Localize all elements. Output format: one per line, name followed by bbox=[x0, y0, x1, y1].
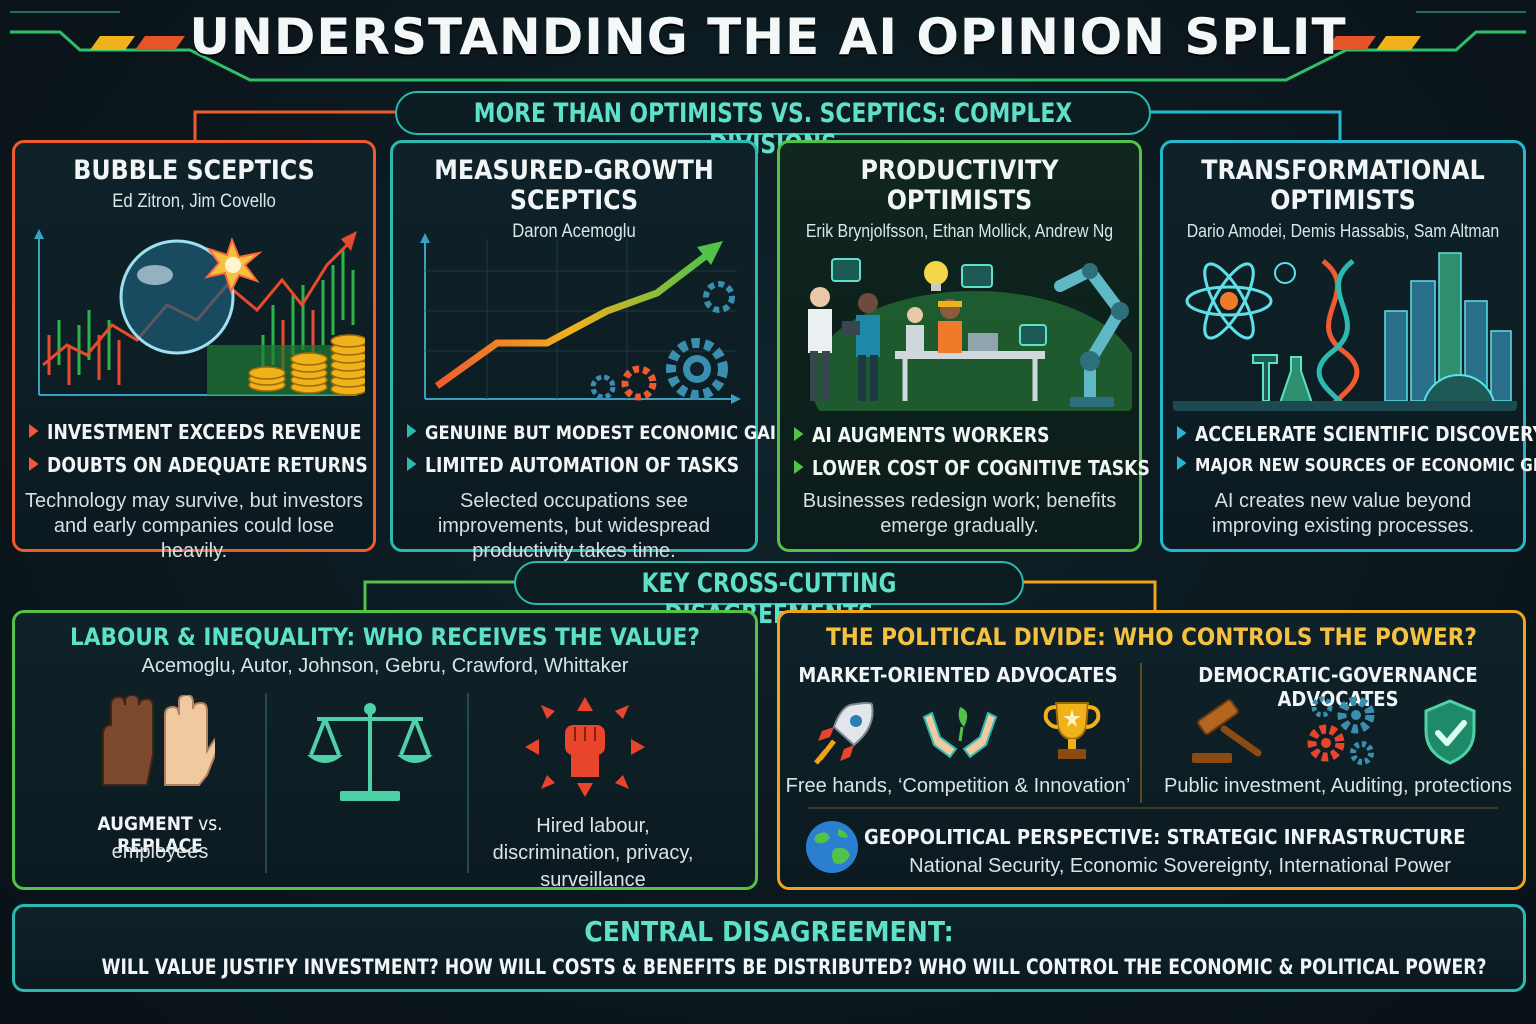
arrow-icon bbox=[794, 460, 804, 474]
science-city-icon bbox=[1173, 251, 1517, 411]
card-title-line1: MEASURED-GROWTH bbox=[434, 155, 714, 186]
workers-robot-icon bbox=[790, 251, 1132, 411]
card-description: Selected occupations see improvements, b… bbox=[437, 490, 711, 562]
subtitle-connectors bbox=[193, 110, 1342, 140]
political-divide-panel: THE POLITICAL DIVIDE: WHO CONTROLS THE P… bbox=[777, 610, 1526, 890]
header-frame bbox=[10, 11, 1526, 82]
arrow-icon bbox=[29, 457, 39, 471]
card-title-line2: OPTIMISTS bbox=[1270, 185, 1416, 216]
central-disagreement-panel: CENTRAL DISAGREEMENT: WILL VALUE JUSTIFY… bbox=[12, 904, 1526, 992]
bullet-item: GENUINE BUT MODEST ECONOMIC GAINS bbox=[407, 422, 801, 444]
gears-icon bbox=[1304, 693, 1384, 774]
trophy-icon bbox=[1042, 697, 1102, 772]
rocket-icon bbox=[810, 697, 880, 772]
arrow-icon bbox=[29, 424, 39, 438]
card-title: BUBBLE SCEPTICS bbox=[73, 155, 315, 186]
market-head: MARKET-ORIENTED ADVOCATES bbox=[798, 663, 1118, 687]
bullet-item: LIMITED AUTOMATION OF TASKS bbox=[407, 453, 739, 477]
card-productivity-optimists: PRODUCTIVITY OPTIMISTS Erik Brynjolfsson… bbox=[777, 140, 1150, 552]
cross-cutting-connectors bbox=[363, 580, 1157, 610]
scales-icon bbox=[305, 699, 435, 810]
arrow-icon bbox=[794, 427, 804, 441]
globe-icon bbox=[804, 819, 860, 880]
bullet-item: INVESTMENT EXCEEDS REVENUE bbox=[29, 420, 361, 444]
augment-sub: employees bbox=[111, 841, 209, 863]
bullet-item: ACCELERATE SCIENTIFIC DISCOVERY bbox=[1177, 422, 1536, 446]
growth-gears-icon bbox=[407, 231, 747, 407]
central-question: WILL VALUE JUSTIFY INVESTMENT? HOW WILL … bbox=[101, 955, 1487, 979]
card-title-line2: SCEPTICS bbox=[509, 185, 639, 216]
card-names: Ed Zitron, Jim Covello bbox=[112, 191, 276, 212]
rights-text: Hired labour, discrimination, privacy, s… bbox=[492, 815, 694, 891]
card-names: Daron Acemoglu bbox=[512, 221, 636, 242]
card-title-line2: OPTIMISTS bbox=[886, 185, 1033, 216]
card-names: Dario Amodei, Demis Hassabis, Sam Altman bbox=[1186, 221, 1500, 241]
geo-text: National Security, Economic Sovereignty,… bbox=[909, 855, 1451, 877]
arrow-icon bbox=[1177, 456, 1187, 470]
gavel-icon bbox=[1188, 697, 1268, 772]
democratic-head: DEMOCRATIC-GOVERNANCE ADVOCATES bbox=[1198, 663, 1478, 711]
divider bbox=[467, 693, 469, 873]
augment-vs-replace: AUGMENT vs. REPLACE bbox=[97, 813, 223, 857]
arrow-icon bbox=[407, 424, 417, 438]
card-transformational-optimists: TRANSFORMATIONAL OPTIMISTS Dario Amodei,… bbox=[1160, 140, 1536, 552]
raised-fist-icon bbox=[525, 697, 645, 802]
card-description: AI creates new value beyond improving ex… bbox=[1211, 490, 1475, 537]
bullet-item: AI AUGMENTS WORKERS bbox=[794, 423, 1050, 447]
central-heading: CENTRAL DISAGREEMENT: bbox=[584, 915, 954, 948]
labour-inequality-panel: LABOUR & INEQUALITY: WHO RECEIVES THE VA… bbox=[12, 610, 758, 891]
shield-check-icon bbox=[1420, 697, 1480, 772]
political-heading: THE POLITICAL DIVIDE: WHO CONTROLS THE P… bbox=[826, 623, 1477, 651]
card-description: Technology may survive, but investors an… bbox=[25, 490, 363, 562]
arrow-icon bbox=[407, 457, 417, 471]
bullet-item: DOUBTS ON ADEQUATE RETURNS bbox=[29, 453, 368, 477]
page-title: UNDERSTANDING THE AI OPINION SPLIT bbox=[189, 8, 1347, 66]
labour-heading: LABOUR & INEQUALITY: WHO RECEIVES THE VA… bbox=[70, 623, 700, 651]
geo-head: GEOPOLITICAL PERSPECTIVE: STRATEGIC INFR… bbox=[864, 825, 1466, 849]
democratic-text: Public investment, Auditing, protections bbox=[1164, 775, 1512, 797]
card-title-line1: TRANSFORMATIONAL bbox=[1201, 155, 1485, 186]
divider bbox=[1140, 663, 1142, 803]
divider bbox=[808, 807, 1498, 809]
card-bubble-sceptics: BUBBLE SCEPTICS Ed Zitron, Jim Covello bbox=[12, 140, 376, 562]
arrow-icon bbox=[1177, 426, 1187, 440]
card-description: Businesses redesign work; benefits emerg… bbox=[802, 490, 1117, 537]
hands-icon bbox=[95, 693, 221, 800]
hands-plant-icon bbox=[920, 697, 1000, 772]
subtitle-banner: MORE THAN OPTIMISTS VS. SCEPTICS: COMPLE… bbox=[395, 91, 1151, 160]
bubble-chart-icon bbox=[27, 225, 365, 403]
divider bbox=[265, 693, 267, 873]
card-title-line1: PRODUCTIVITY bbox=[860, 155, 1059, 186]
card-measured-growth-sceptics: MEASURED-GROWTH SCEPTICS Daron Acemoglu … bbox=[390, 140, 801, 562]
bullet-item: MAJOR NEW SOURCES OF ECONOMIC GROWTH bbox=[1177, 455, 1536, 476]
market-text: Free hands, ‘Competition & Innovation’ bbox=[785, 775, 1131, 797]
cross-cutting-banner: KEY CROSS-CUTTING DISAGREEMENTS bbox=[514, 561, 1024, 630]
bullet-item: LOWER COST OF COGNITIVE TASKS bbox=[794, 456, 1150, 480]
card-names: Erik Brynjolfsson, Ethan Mollick, Andrew… bbox=[805, 221, 1114, 241]
labour-names: Acemoglu, Autor, Johnson, Gebru, Crawfor… bbox=[141, 655, 629, 677]
